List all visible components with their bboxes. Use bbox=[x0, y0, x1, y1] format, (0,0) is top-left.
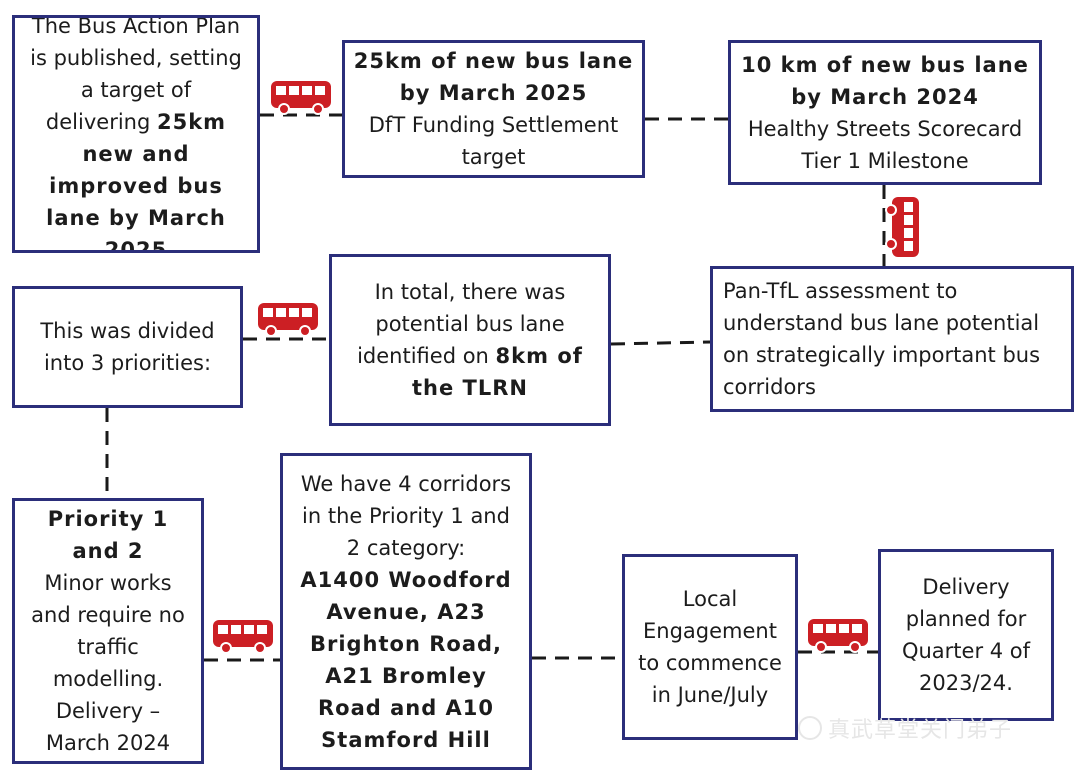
pan-tfl-line4: corridors bbox=[723, 375, 816, 399]
bus-action-plan-line4: delivering 25km bbox=[30, 106, 242, 138]
potential-total-line3-text: identified on bbox=[357, 344, 496, 368]
priority-1-2-line6: modelling. bbox=[52, 667, 164, 691]
wechat-icon bbox=[798, 716, 822, 740]
target-2025-line1: 25km of new bus lane bbox=[353, 49, 634, 73]
bus-action-plan-line5: new and bbox=[82, 142, 190, 166]
divided-line2: into 3 priorities: bbox=[43, 351, 212, 375]
bus-icon bbox=[885, 197, 919, 257]
milestone-2024-line1: 10 km of new bus lane bbox=[741, 52, 1029, 77]
local-engagement-box: Local Engagement to commence in June/Jul… bbox=[622, 554, 798, 740]
target-2025-line2: by March 2025 bbox=[399, 81, 588, 105]
bus-action-plan-box: The Bus Action Plan is published, settin… bbox=[12, 15, 260, 253]
priority-1-2-line5: traffic bbox=[77, 635, 139, 659]
priority-1-2-line8: March 2024 bbox=[45, 731, 171, 755]
potential-total-line3: identified on 8km of bbox=[357, 340, 583, 372]
potential-total-line1: In total, there was bbox=[374, 280, 566, 304]
local-engagement-line1: Local bbox=[682, 587, 738, 611]
priority-1-2-box: Priority 1 and 2 Minor works and require… bbox=[12, 498, 204, 764]
potential-total-line2: potential bus lane bbox=[375, 312, 565, 336]
corridors-line2: in the Priority 1 and bbox=[302, 503, 510, 528]
local-engagement-line4: in June/July bbox=[651, 683, 769, 707]
watermark: 真武草堂关门弟子 bbox=[798, 712, 1012, 744]
priority-1-2-line7: Delivery – bbox=[55, 699, 161, 723]
milestone-2024-box: 10 km of new bus lane by March 2024 Heal… bbox=[728, 40, 1042, 185]
divided-line1: This was divided bbox=[40, 319, 215, 343]
bus-action-plan-line4-bold: 25km bbox=[156, 110, 227, 134]
corridors-line3: 2 category: bbox=[346, 535, 466, 560]
target-2025-box: 25km of new bus lane by March 2025 DfT F… bbox=[342, 40, 645, 178]
delivery-line2: planned for bbox=[905, 607, 1027, 631]
bus-action-plan-line1: The Bus Action Plan bbox=[31, 15, 241, 38]
priority-1-2-line3: Minor works bbox=[44, 571, 172, 595]
target-2025-line3: DfT Funding Settlement bbox=[368, 113, 619, 137]
corridors-line4: A1400 Woodford bbox=[300, 567, 512, 592]
local-engagement-line3: to commence bbox=[638, 651, 782, 675]
connector-pantfl-to-total bbox=[610, 340, 711, 346]
bus-action-plan-line8: 2025 bbox=[104, 238, 168, 253]
corridors-line8: Road and A10 bbox=[317, 695, 495, 720]
pan-tfl-line1: Pan-TfL assessment to bbox=[723, 279, 958, 303]
divided-box: This was divided into 3 priorities: bbox=[12, 286, 243, 408]
bus-icon bbox=[808, 619, 868, 653]
potential-total-line3-bold: 8km of bbox=[495, 344, 583, 368]
watermark-text: 真武草堂关门弟子 bbox=[828, 718, 1013, 743]
target-2025-line4: target bbox=[461, 145, 526, 169]
pan-tfl-line3: on strategically important bus bbox=[723, 343, 1041, 367]
corridors-line1: We have 4 corridors bbox=[300, 471, 512, 496]
bus-action-plan-line3: a target of bbox=[80, 78, 192, 102]
bus-action-plan-line6: improved bus bbox=[49, 174, 223, 198]
corridors-line7: A21 Bromley bbox=[325, 663, 487, 688]
delivery-line4: 2023/24. bbox=[919, 671, 1013, 695]
potential-total-line4: the TLRN bbox=[412, 376, 528, 400]
potential-total-box: In total, there was potential bus lane i… bbox=[329, 254, 611, 426]
priority-1-2-line4: and require no bbox=[31, 603, 185, 627]
pan-tfl-box: Pan-TfL assessment to understand bus lan… bbox=[710, 266, 1074, 412]
priority-1-2-line2: and 2 bbox=[72, 539, 144, 563]
milestone-2024-line2: by March 2024 bbox=[791, 84, 979, 109]
delivery-line1: Delivery bbox=[922, 575, 1010, 599]
delivery-box: Delivery planned for Quarter 4 of 2023/2… bbox=[878, 549, 1054, 721]
priority-1-2-line1: Priority 1 bbox=[47, 507, 169, 531]
bus-action-plan-line2: is published, setting bbox=[30, 46, 242, 70]
corridors-line6: Brighton Road, bbox=[309, 631, 503, 656]
local-engagement-line2: Engagement bbox=[643, 619, 777, 643]
bus-icon bbox=[213, 620, 273, 654]
bus-action-plan-line7: lane by March bbox=[46, 206, 226, 230]
milestone-2024-line4: Tier 1 Milestone bbox=[801, 148, 969, 173]
bus-icon bbox=[271, 81, 331, 115]
delivery-line3: Quarter 4 of bbox=[901, 639, 1031, 663]
corridors-box: We have 4 corridors in the Priority 1 an… bbox=[280, 453, 532, 770]
milestone-2024-line3: Healthy Streets Scorecard bbox=[747, 116, 1023, 141]
corridors-line9: Stamford Hill bbox=[321, 727, 491, 752]
bus-action-plan-line4-text: delivering bbox=[45, 110, 157, 134]
corridors-line5: Avenue, A23 bbox=[326, 599, 486, 624]
bus-icon bbox=[258, 303, 318, 337]
pan-tfl-line2: understand bus lane potential bbox=[723, 311, 1040, 335]
